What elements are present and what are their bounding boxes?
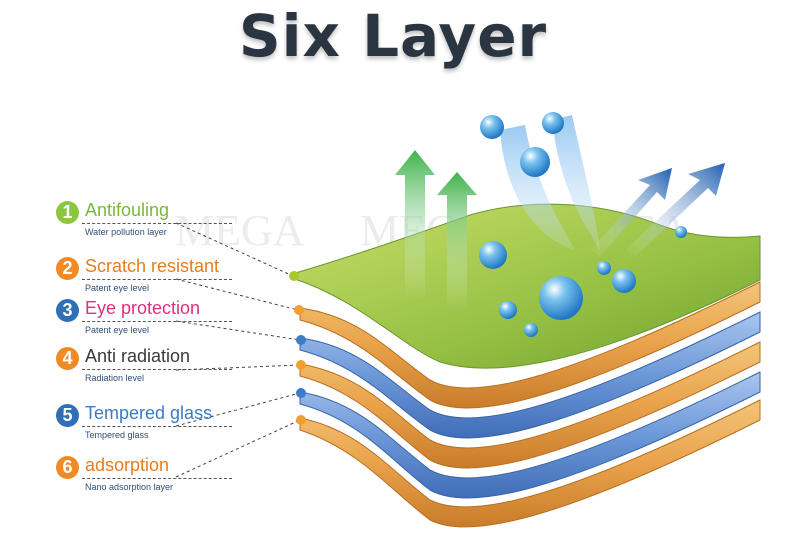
- layer-description: Nano adsorption layer: [85, 482, 174, 492]
- label-underline: [82, 321, 232, 322]
- connector-dot-4: [296, 360, 306, 370]
- page-title: Six Layer: [238, 2, 548, 70]
- layer-number-badge: 6: [56, 456, 79, 479]
- layer-name: Eye protection: [85, 298, 201, 318]
- layer-name: Anti radiation: [85, 346, 191, 366]
- layer-number-badge: 5: [56, 404, 79, 427]
- leader-line-3: [175, 320, 301, 341]
- leader-line-6: [175, 419, 301, 478]
- layer-description: Tempered glass: [85, 430, 149, 440]
- connector-dot-3: [296, 335, 306, 345]
- connector-dot-2: [294, 305, 304, 315]
- layer-description: Water pollution layer: [85, 227, 167, 237]
- layer-label-5: 5 Tempered glass Tempered glass: [56, 403, 296, 448]
- layer-description: Radiation level: [85, 373, 145, 383]
- layer-label-3: 3 Eye protection Patent eye level: [56, 298, 296, 343]
- leader-line-2: [175, 278, 299, 311]
- layer-label-1: 1 Antifouling Water pollution layer: [56, 200, 296, 245]
- layer-description: Patent eye level: [85, 283, 150, 293]
- watermark-text: MEGA: [175, 206, 305, 255]
- layer-number-badge: 3: [56, 299, 79, 322]
- layer-label-2: 2 Scratch resistant Patent eye level: [56, 256, 296, 301]
- label-underline: [82, 369, 232, 370]
- layer-6-sheet: [299, 399, 761, 528]
- layer-4-sheet: [299, 341, 761, 469]
- connector-dot-5: [296, 388, 306, 398]
- label-underline: [82, 478, 232, 479]
- layer-number-badge: 4: [56, 347, 79, 370]
- layer-stack: [291, 203, 761, 528]
- layer-number-badge: 2: [56, 257, 79, 280]
- layer-3-sheet: [299, 311, 761, 439]
- layer-name: Tempered glass: [85, 403, 213, 423]
- green-arrows: [395, 150, 477, 310]
- connector-dot-1: [289, 271, 299, 281]
- label-underline: [82, 279, 232, 280]
- layer-5-sheet: [299, 371, 761, 499]
- layer-name: Antifouling: [85, 200, 170, 220]
- water-streams: [500, 115, 600, 250]
- water-drops: [479, 112, 687, 337]
- connector-dot-6: [296, 415, 306, 425]
- layer-name: Scratch resistant: [85, 256, 220, 276]
- blue-arrows: [590, 163, 725, 257]
- layer-description: Patent eye level: [85, 325, 150, 335]
- layer-label-4: 4 Anti radiation Radiation level: [56, 346, 296, 391]
- layer-number-badge: 1: [56, 201, 79, 224]
- layer-name: adsorption: [85, 455, 170, 475]
- layer-2-sheet: [299, 281, 761, 409]
- layer-label-6: 6 adsorption Nano adsorption layer: [56, 455, 296, 500]
- label-underline: [82, 426, 232, 427]
- connector-dots: [289, 271, 306, 425]
- label-underline: [82, 223, 232, 224]
